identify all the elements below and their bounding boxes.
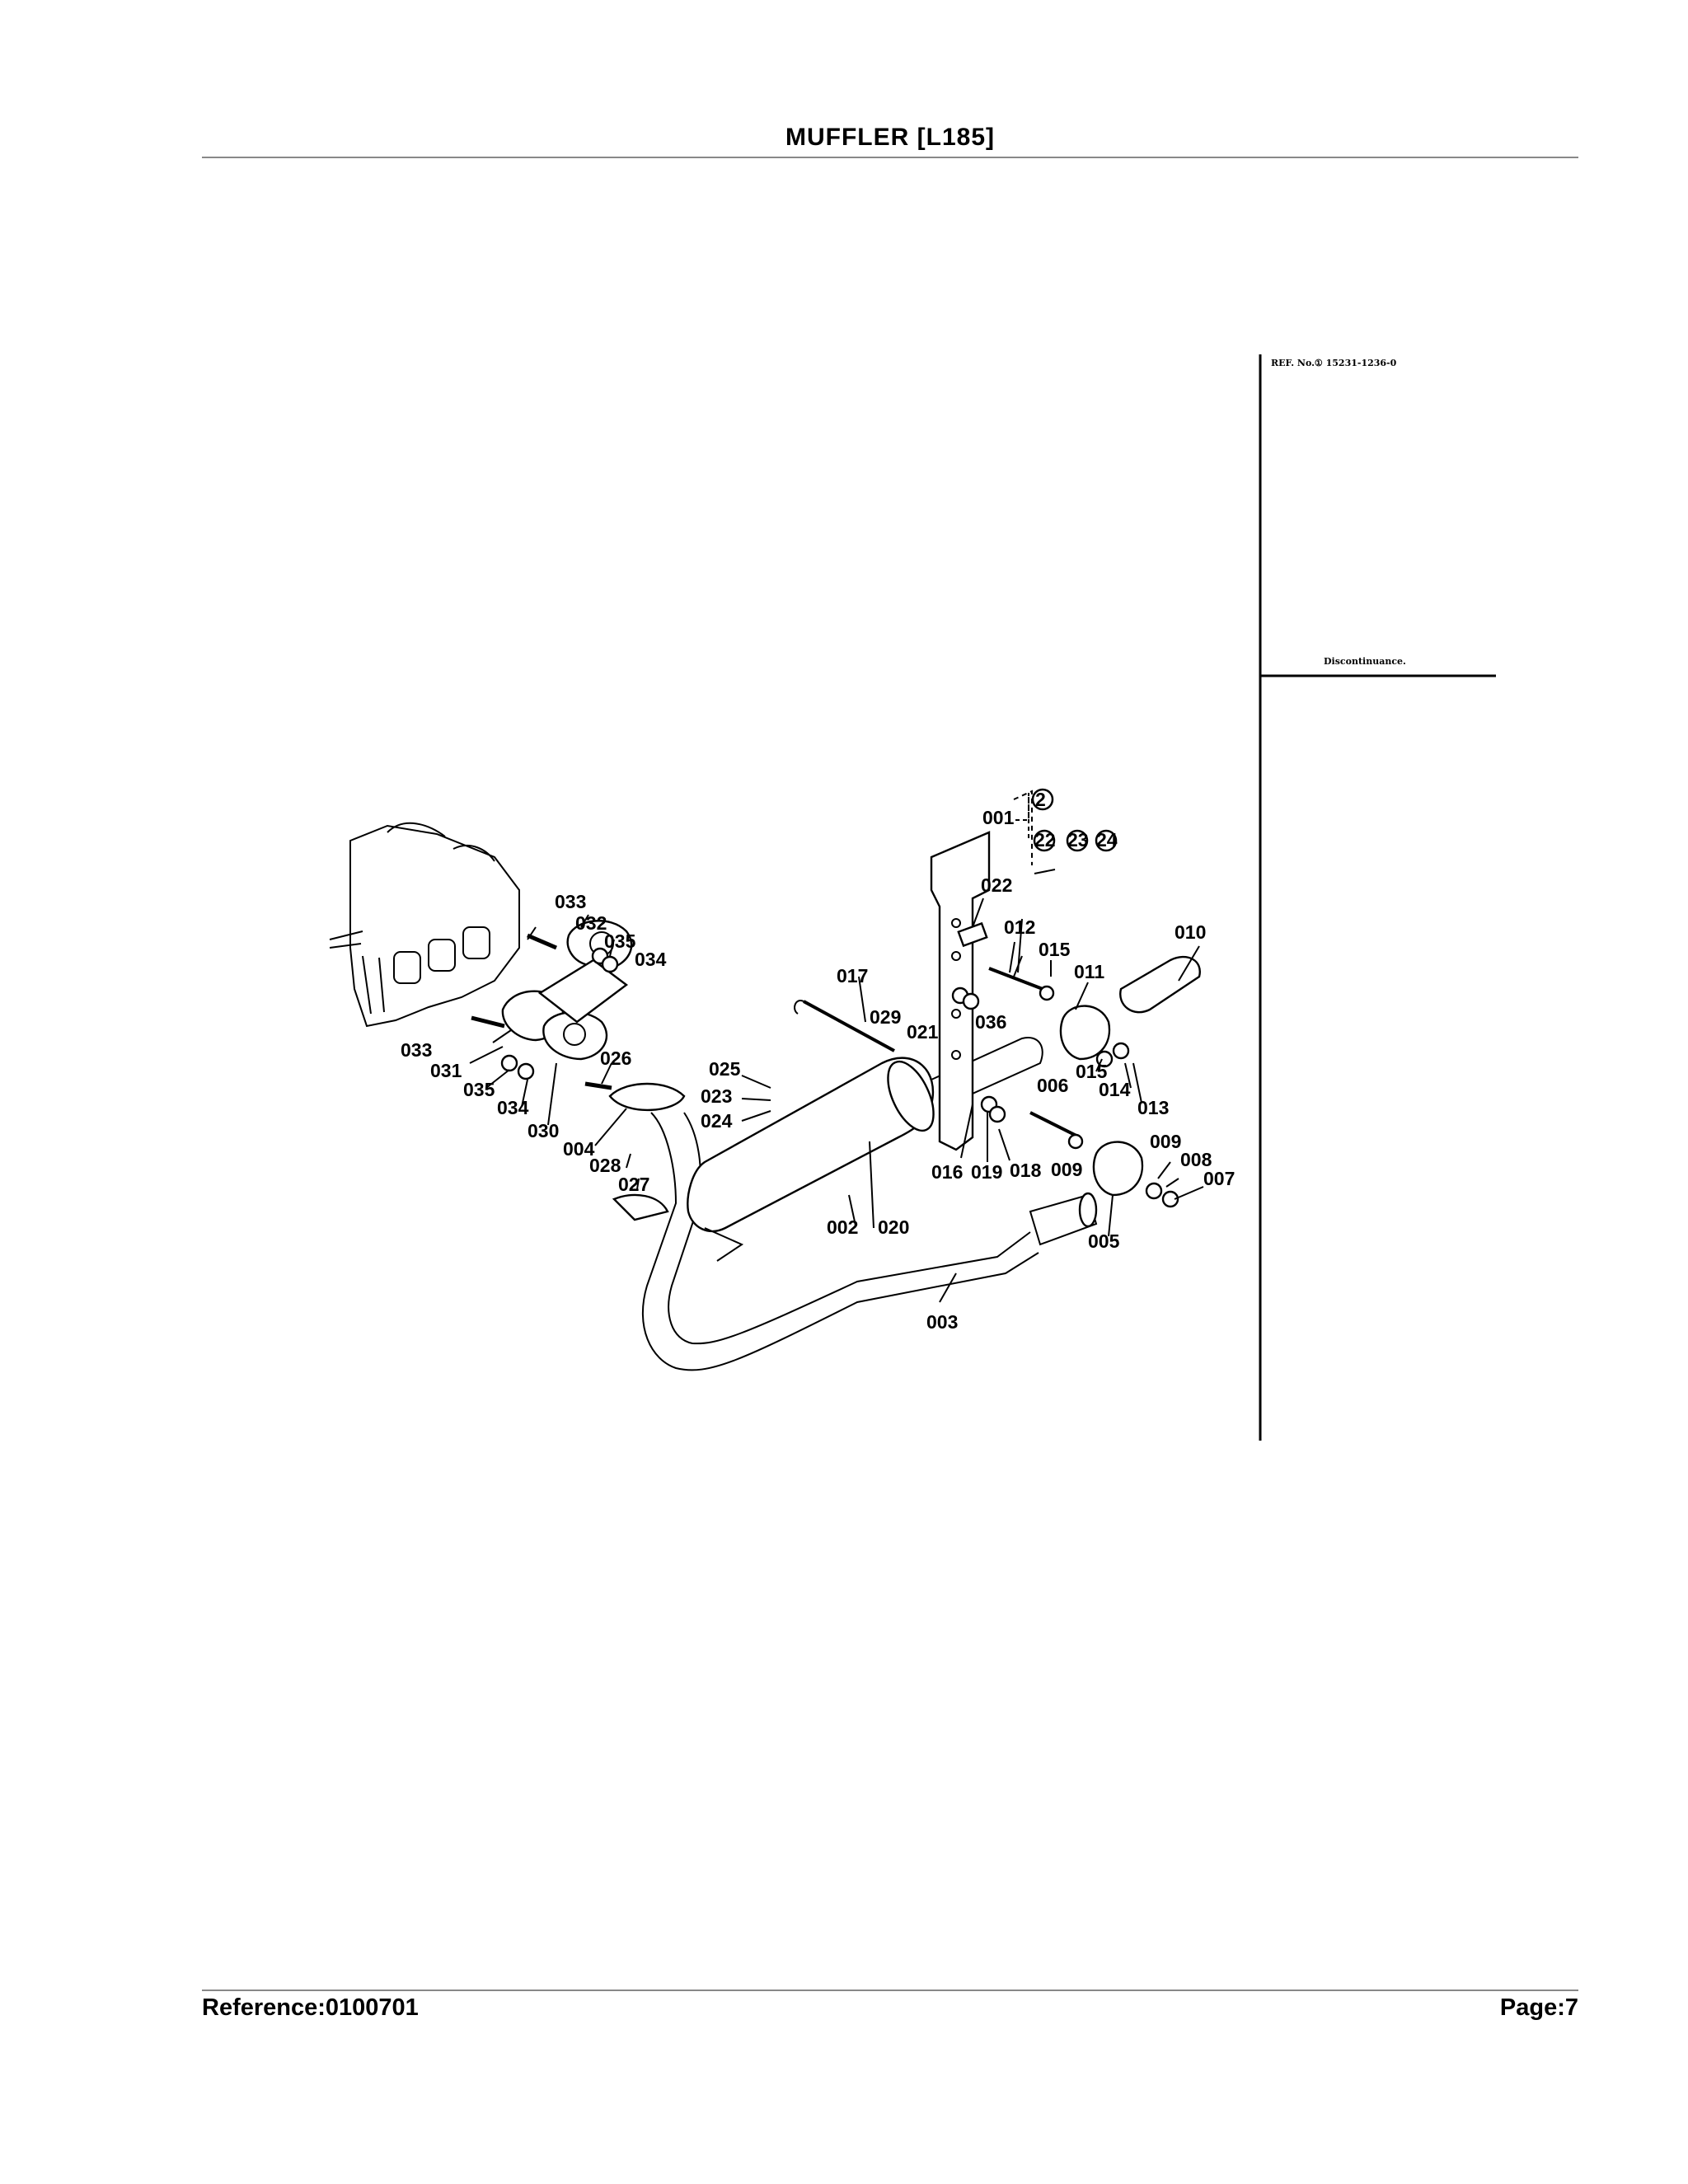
callout-004: 004 xyxy=(563,1138,595,1160)
callout-010: 010 xyxy=(1175,921,1206,943)
callout-007: 007 xyxy=(1203,1168,1235,1189)
callout-022: 022 xyxy=(981,874,1012,896)
callout-009-right: 009 xyxy=(1150,1131,1181,1152)
callout-labels: 001 002 003 004 005 006 007 008 009 009 … xyxy=(401,807,1235,1333)
callout-008: 008 xyxy=(1180,1149,1212,1170)
callout-014: 014 xyxy=(1099,1079,1131,1100)
callout-015-lower: 015 xyxy=(1076,1061,1108,1082)
callout-035-upper: 035 xyxy=(604,930,636,952)
callout-029: 029 xyxy=(870,1006,901,1028)
reference-note-panel: REF. No.① 15231-1236-0 Discontinuance. xyxy=(1259,354,1496,1441)
callout-015-upper: 015 xyxy=(1039,939,1071,960)
kit-ref-24: 24 xyxy=(1096,829,1118,851)
callout-024: 024 xyxy=(701,1110,733,1132)
callout-031: 031 xyxy=(430,1060,462,1081)
callout-009-left: 009 xyxy=(1051,1159,1082,1180)
callout-027: 027 xyxy=(618,1174,649,1195)
footer-divider xyxy=(202,1990,1578,1991)
callout-033-lower: 033 xyxy=(401,1039,432,1061)
callout-032: 032 xyxy=(575,912,607,934)
callout-013: 013 xyxy=(1137,1097,1169,1118)
reference-number: REF. No.① 15231-1236-0 xyxy=(1271,358,1397,368)
muffler-bracket xyxy=(930,790,1033,1151)
callout-030: 030 xyxy=(528,1120,559,1141)
callout-003: 003 xyxy=(926,1311,958,1333)
callout-020: 020 xyxy=(878,1216,909,1238)
callout-035-lower: 035 xyxy=(463,1079,495,1100)
muffler-body xyxy=(687,1000,1043,1262)
callout-002: 002 xyxy=(827,1216,858,1238)
engine-block xyxy=(329,822,520,1028)
callout-033-upper: 033 xyxy=(555,891,586,912)
exhaust-pipe xyxy=(608,1082,1098,1371)
callout-005: 005 xyxy=(1088,1230,1120,1252)
callout-034-lower: 034 xyxy=(497,1097,529,1118)
callout-025: 025 xyxy=(709,1058,741,1080)
leader-lines xyxy=(469,869,1204,1303)
pipe-clamps xyxy=(988,955,1201,1208)
kit-ref-22: 22 xyxy=(1034,829,1056,851)
callout-036: 036 xyxy=(975,1011,1006,1033)
callout-001: 001 xyxy=(982,807,1015,828)
callout-023: 023 xyxy=(701,1085,732,1107)
discontinuance-note: Discontinuance. xyxy=(1324,656,1406,667)
callout-028: 028 xyxy=(589,1155,621,1176)
callout-017: 017 xyxy=(837,965,868,987)
page-number: Page:7 xyxy=(1499,1994,1578,2021)
kit-ref-2: 2 xyxy=(1035,789,1046,810)
callout-016: 016 xyxy=(931,1161,963,1183)
manifold-flange-parts xyxy=(471,920,633,1090)
callout-006: 006 xyxy=(1037,1075,1068,1096)
kit-ref-23: 23 xyxy=(1067,829,1089,851)
page-title: MUFFLER [L185] xyxy=(785,124,995,151)
callout-011: 011 xyxy=(1074,961,1104,982)
header-divider xyxy=(202,157,1578,158)
callout-034-upper: 034 xyxy=(635,949,667,970)
reference-code: Reference:0100701 xyxy=(202,1994,419,2021)
kit-reference: 2 22 23 24 xyxy=(1015,788,1118,852)
callout-012: 012 xyxy=(1004,916,1035,938)
callout-026: 026 xyxy=(600,1047,631,1069)
callout-019: 019 xyxy=(971,1161,1002,1183)
callout-018: 018 xyxy=(1010,1160,1042,1181)
callout-021: 021 xyxy=(907,1021,939,1043)
